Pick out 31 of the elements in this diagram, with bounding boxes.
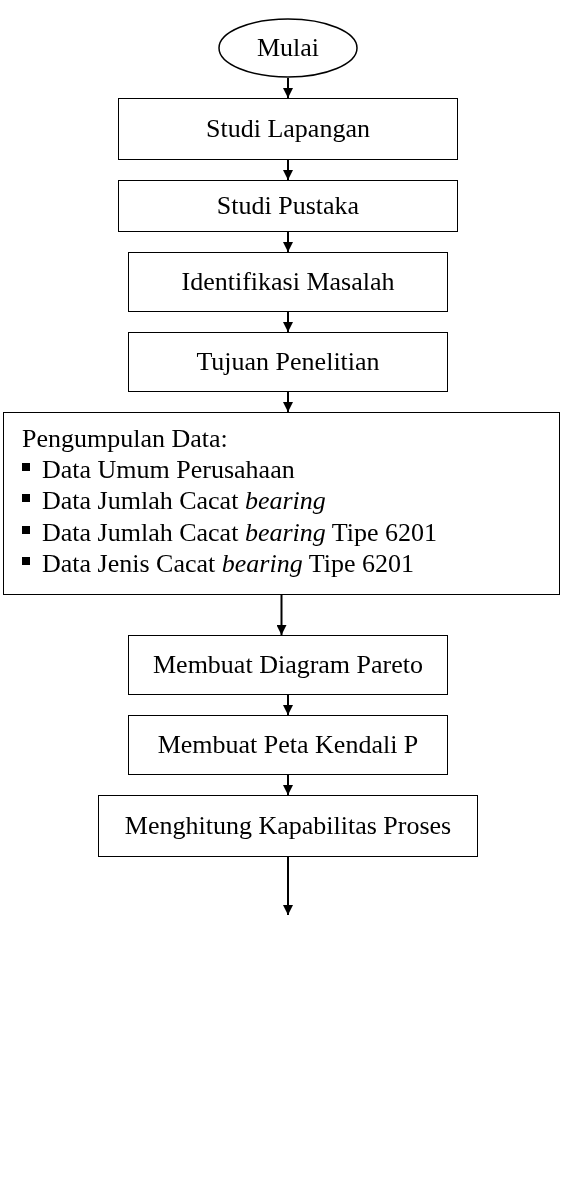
list-item: Data Jenis Cacat bearing Tipe 6201 [22, 547, 543, 579]
process-box [128, 332, 448, 392]
list-item: Data Umum Perusahaan [22, 454, 543, 486]
arrow [276, 594, 287, 636]
list-item: Data Jumlah Cacat bearing [22, 485, 543, 517]
arrow [283, 856, 293, 916]
process-label: Tujuan Penelitian [196, 347, 380, 377]
process-label: Membuat Peta Kendali P [157, 730, 419, 760]
process-box [118, 180, 458, 232]
process-label: Studi Lapangan [206, 114, 370, 144]
start-terminal [218, 18, 358, 78]
process-box [118, 98, 458, 160]
process-box [98, 795, 478, 857]
list-item: Data Jumlah Cacat bearing Tipe 6201 [22, 516, 543, 548]
process-box [128, 715, 448, 775]
arrow [283, 159, 293, 181]
process-box [128, 635, 448, 695]
arrow [283, 77, 293, 99]
process-label: Identifikasi Masalah [181, 267, 395, 297]
process-label: Membuat Diagram Pareto [153, 650, 423, 680]
process-label: Studi Pustaka [216, 191, 360, 221]
arrow [283, 231, 293, 253]
arrow [283, 774, 293, 796]
arrow [283, 391, 293, 413]
terminal-label: Mulai [256, 33, 320, 63]
list-box [3, 412, 560, 595]
arrow [283, 694, 293, 716]
list-heading: Pengumpulan Data: [22, 423, 229, 455]
arrow [283, 311, 293, 333]
process-box [128, 252, 448, 312]
process-label: Menghitung Kapabilitas Proses [124, 811, 452, 841]
